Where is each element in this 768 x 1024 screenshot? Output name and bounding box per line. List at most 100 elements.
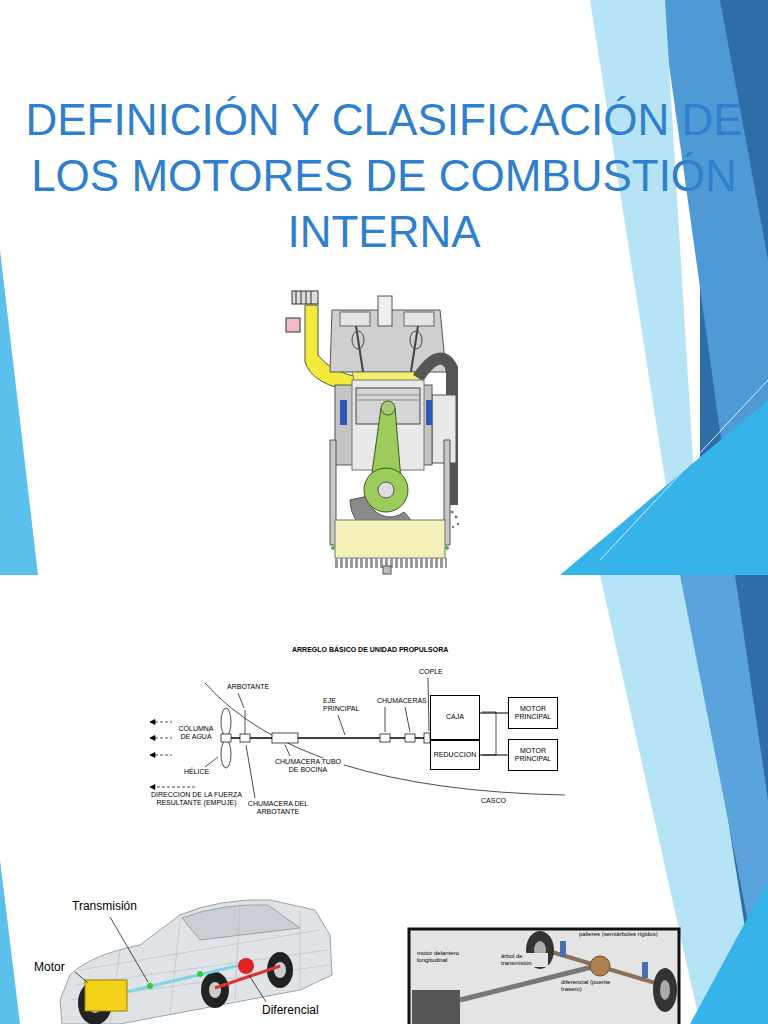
propulsion-drawing-part bbox=[285, 745, 290, 756]
box-label: REDUCCION bbox=[434, 751, 476, 759]
part-label: HÉLICE bbox=[183, 768, 210, 776]
propulsion-drawing-part bbox=[222, 737, 430, 739]
car-illustration-part bbox=[235, 903, 240, 1000]
propulsion-drawing-part bbox=[338, 715, 345, 735]
propulsion-drawing-part bbox=[150, 720, 155, 725]
part-label: CHUMACERA DEL ARBOTANTE bbox=[245, 800, 311, 816]
chassis-photo-part bbox=[409, 929, 679, 1024]
box-label: MOTOR PRINCIPAL bbox=[511, 705, 555, 721]
engine-illustration bbox=[286, 291, 459, 574]
diagram-heading: ARREGLO BÁSICO DE UNIDAD PROPULSORA bbox=[292, 646, 482, 654]
part-label: CHUMACERA TUBO DE BOCINA bbox=[272, 758, 344, 774]
engine-illustration-part bbox=[286, 318, 300, 332]
propulsion-drawing-part bbox=[152, 787, 195, 788]
propulsion-drawing-part bbox=[246, 745, 255, 798]
engine-illustration-part bbox=[451, 511, 454, 514]
component-box: MOTOR PRINCIPAL bbox=[508, 697, 558, 729]
propulsion-drawing-part bbox=[238, 693, 244, 708]
propulsion-drawing-part bbox=[405, 734, 415, 742]
engine-illustration-part bbox=[383, 566, 391, 574]
propulsion-drawing bbox=[150, 678, 565, 798]
car-illustration-part bbox=[197, 971, 203, 977]
slide-decoration-part bbox=[0, 250, 38, 575]
chassis-photo bbox=[409, 929, 679, 1024]
part-label: Motor bbox=[34, 961, 74, 975]
propulsion-drawing-part bbox=[205, 683, 565, 795]
propulsion-drawing-part bbox=[221, 708, 231, 736]
part-label: DIRECCION DE LA FUERZA RESULTANTE (EMPUJ… bbox=[148, 791, 245, 807]
engine-illustration-part bbox=[404, 312, 434, 326]
propulsion-drawing-part bbox=[150, 785, 155, 790]
engine-illustration-part bbox=[356, 400, 420, 401]
propulsion-drawing-part bbox=[221, 740, 231, 768]
car-illustration-part bbox=[182, 905, 300, 940]
engine-illustration-part bbox=[452, 526, 454, 528]
engine-illustration-part bbox=[296, 291, 297, 304]
car-illustration-part bbox=[249, 975, 266, 1002]
propulsion-drawing-part bbox=[205, 757, 218, 767]
part-label: Transmisión bbox=[72, 900, 152, 914]
slide-decoration-part bbox=[560, 400, 768, 575]
engine-illustration-part bbox=[352, 331, 364, 349]
propulsion-drawing-part bbox=[380, 734, 390, 742]
propulsion-drawing-part bbox=[150, 736, 155, 741]
chassis-photo-part bbox=[560, 941, 566, 957]
engine-illustration-part bbox=[455, 516, 458, 519]
box-label: CAJA bbox=[446, 713, 464, 721]
engine-illustration-part bbox=[331, 546, 335, 550]
propulsion-drawing-part bbox=[385, 707, 386, 732]
slide-decoration-part bbox=[680, 575, 768, 1024]
component-box: REDUCCION bbox=[430, 740, 480, 770]
engine-illustration-part bbox=[340, 312, 370, 326]
car-illustration-part bbox=[75, 972, 88, 983]
car-illustration-part bbox=[85, 980, 127, 1011]
car-illustration-part bbox=[209, 982, 221, 998]
car-illustration-part bbox=[126, 964, 245, 992]
part-label: árbol de transmisión bbox=[500, 953, 548, 967]
part-label: COPLE bbox=[418, 668, 444, 676]
part-label: COLUMNA DE AGUA bbox=[176, 725, 216, 741]
car-illustration-part bbox=[170, 920, 180, 1015]
chassis-photo-part bbox=[660, 980, 670, 1000]
propulsion-drawing-part bbox=[428, 678, 429, 731]
part-label: palieres (semiárboles rígidos) bbox=[578, 931, 659, 938]
engine-illustration-part bbox=[292, 291, 318, 304]
component-box: CAJA bbox=[430, 695, 480, 740]
part-label: CHUMACERAS bbox=[376, 697, 426, 705]
engine-illustration-part bbox=[426, 400, 432, 425]
engine-illustration-part bbox=[378, 482, 394, 498]
engine-illustration-part bbox=[306, 291, 307, 304]
chassis-photo-part bbox=[642, 962, 648, 978]
slide-decoration-part bbox=[0, 860, 20, 1024]
slide-decoration-part bbox=[690, 880, 768, 1024]
car-illustration-part bbox=[300, 910, 301, 988]
engine-illustration-part bbox=[410, 331, 422, 349]
engine-illustration-part bbox=[364, 468, 408, 512]
engine-illustration-part bbox=[356, 395, 420, 396]
car-illustration-part bbox=[274, 962, 286, 978]
engine-illustration-part bbox=[378, 296, 392, 326]
shaft-connector bbox=[480, 713, 508, 714]
chassis-photo-part bbox=[412, 990, 460, 1024]
engine-illustration-part bbox=[457, 523, 459, 525]
engine-illustration-part bbox=[335, 520, 445, 558]
propulsion-drawing-part bbox=[405, 707, 410, 732]
slide-decoration-part bbox=[600, 380, 768, 560]
propulsion-drawing-part bbox=[272, 733, 298, 743]
part-label: CASCO bbox=[480, 797, 507, 805]
engine-illustration-part bbox=[340, 400, 347, 425]
propulsion-drawing-part bbox=[221, 734, 231, 742]
part-label: motor delantero longitudinal bbox=[416, 950, 464, 964]
component-box: MOTOR PRINCIPAL bbox=[508, 739, 558, 771]
slide-title: DEFINICIÓN Y CLASIFICACIÓN DE LOS MOTORE… bbox=[24, 92, 744, 260]
part-label: ARBOTANTE bbox=[226, 683, 270, 691]
box-label: MOTOR PRINCIPAL bbox=[511, 747, 555, 763]
propulsion-drawing-part bbox=[245, 710, 246, 734]
car-illustration-part bbox=[110, 917, 148, 982]
engine-illustration-part bbox=[301, 291, 302, 304]
car-illustration-part bbox=[201, 972, 229, 1008]
chassis-photo-part bbox=[653, 968, 677, 1012]
chassis-photo-part bbox=[590, 956, 610, 976]
